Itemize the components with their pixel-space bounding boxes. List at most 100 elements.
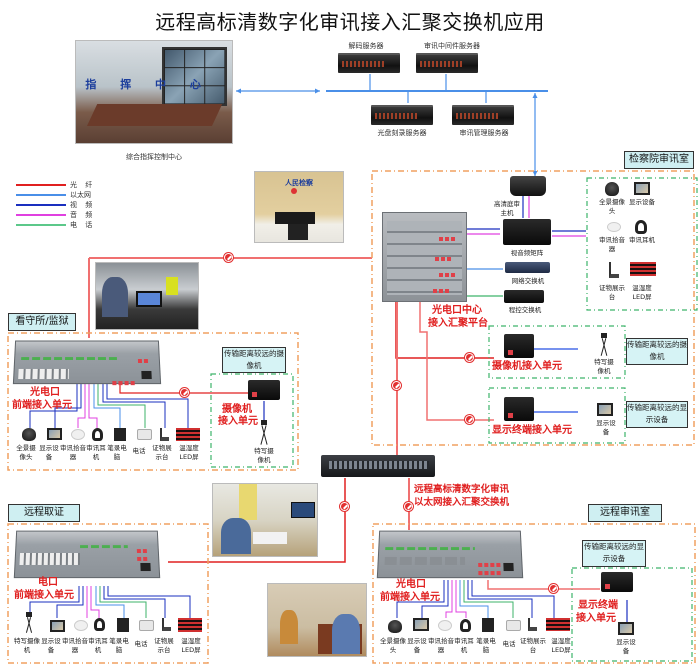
headphones-icon [460,619,471,632]
display-device-label: 显示设备 [596,419,616,436]
remote-interrogation-front-unit [376,530,524,579]
device-label: 电话 [132,447,146,455]
legend-swatch [16,224,66,226]
headphones-icon [94,618,105,631]
device-label: 审讯拾音器 [428,637,454,654]
display-icon [50,620,65,632]
led-screen-icon [630,262,656,276]
server-label-middleware: 审讯中间件服务器 [424,42,480,50]
headphones-icon [92,428,103,441]
display-terminal-unit-icon [601,572,633,592]
device-label: 温湿度LED屏 [551,637,571,654]
remote-display-note: 传输距离较远的显示设备 [582,540,646,567]
detention-unit-label-2: 接入单元 [218,416,258,427]
headphones-icon [635,220,647,234]
panoramic-camera-icon [22,428,36,441]
device-label: 特写摄像机 [14,637,40,654]
remote-interrogation-front-label-2: 前端接入单元 [380,592,440,603]
remote-interrogation-front-label-1: 光电口 [396,579,426,590]
device-label: 全景摄像头 [16,444,36,461]
detention-camera-note: 传输距离较远的摄像机 [222,347,286,373]
remote-display-device-label: 显示设备 [616,638,636,655]
display-icon [47,428,62,440]
device-label: 审讯拾音器 [62,637,88,654]
document-camera-icon [609,262,619,278]
command-center-photo: 指 挥 中 心 [75,40,233,144]
legend-item-audio: 音 频 [16,210,106,220]
remote-evidence-front-label-1: 电口 [38,577,58,588]
device-label: 显示设备 [629,198,655,206]
server-label-mgmt: 审讯管理服务器 [459,129,509,137]
display-device-icon [618,622,634,635]
computer-icon [117,618,129,632]
platform-label-line1: 光电口中心 [432,305,482,316]
display-device-icon [597,403,613,416]
detention-device-labels: 全景摄像头 显示设备 审讯拾音器 审讯耳机 笔录电脑 电话 证物展示台 温湿度L… [14,444,204,462]
fiber-connector-icon [404,502,413,511]
display-unit-label: 显示终端接入单元 [492,425,572,436]
device-label: 证物展示台 [520,637,546,654]
led-screen-icon [178,618,202,632]
display-icon [413,618,429,631]
device-label: 显示设备 [41,637,61,654]
command-center-sign: 指 挥 中 心 [85,77,211,91]
tripod-camera-icon [257,420,271,446]
legend-item-ethernet: 以太网 [16,190,106,200]
device-label: 审讯耳机 [454,637,474,654]
optical-electrical-platform-chassis [382,212,467,302]
core-ethernet-switch [321,455,435,477]
detention-device-icons [20,428,200,442]
tripod-camera-icon [22,612,36,634]
document-camera-icon [160,428,169,441]
decode-server-icon [338,53,400,73]
legend-swatch [16,214,66,216]
device-label: 证物展示台 [152,444,172,461]
detention-front-label-2: 前端接入单元 [12,400,72,411]
command-center-caption: 综合指挥控制中心 [126,153,182,161]
device-label: 审讯耳机 [629,236,655,244]
led-screen-icon [176,428,200,441]
detention-special-camera-label: 特写摄像机 [254,447,274,464]
device-label: 笔录电脑 [107,444,127,461]
device-label: 审讯耳机 [86,444,106,461]
device-label: 全景摄像头 [599,198,625,215]
device-label: 笔录电脑 [476,637,496,654]
device-label: 证物展示台 [599,284,625,301]
pbx-label: 程控交换机 [508,306,542,314]
remote-evidence-device-icons [22,612,206,634]
remote-interrogation-device-labels: 全景摄像头 显示设备 审讯拾音器 审讯耳机 笔录电脑 电话 证物展示台 温湿度L… [380,637,580,655]
legend-swatch [16,184,66,186]
panoramic-camera-icon [388,620,402,633]
fiber-connector-icon [392,381,401,390]
device-label: 证物展示台 [154,637,174,654]
remote-evidence-photo [212,483,318,557]
fiber-connector-icon [465,415,474,424]
tripod-camera-icon [597,333,611,357]
panoramic-camera-icon [605,182,619,196]
camera-access-unit-icon [504,334,534,358]
core-switch-label-1: 远程高标清数字化审讯 [414,484,510,495]
document-camera-icon [528,618,537,631]
fiber-connector-icon [549,584,558,593]
detention-camera-unit-icon [248,380,280,400]
device-label: 电话 [502,640,516,648]
hd-host-icon [510,176,546,196]
microphone-pickup-icon [438,620,452,631]
network-switch-icon [505,262,550,273]
remote-interrogation-device-icons [386,618,570,636]
middleware-server-icon [416,53,478,73]
procuratorate-room-label: 检察院审讯室 [624,151,694,169]
remote-unit-label-2: 接入单元 [576,613,616,624]
network-switch-label: 网络交换机 [511,277,545,285]
special-camera-label: 特写摄像机 [594,358,614,375]
computer-icon [482,618,494,632]
device-label: 温湿度LED屏 [181,637,201,654]
device-label: 温湿度LED屏 [632,284,652,301]
display-note-box: 传输距离较远的显示设备 [626,401,688,428]
display-access-unit-icon [504,397,534,421]
legend-item-video: 视 频 [16,200,106,210]
server-label-disc: 光盘刻录服务器 [377,129,427,137]
microphone-pickup-icon [71,429,85,440]
microphone-pickup-icon [607,222,621,232]
platform-label-line2: 接入汇聚平台 [428,318,488,329]
